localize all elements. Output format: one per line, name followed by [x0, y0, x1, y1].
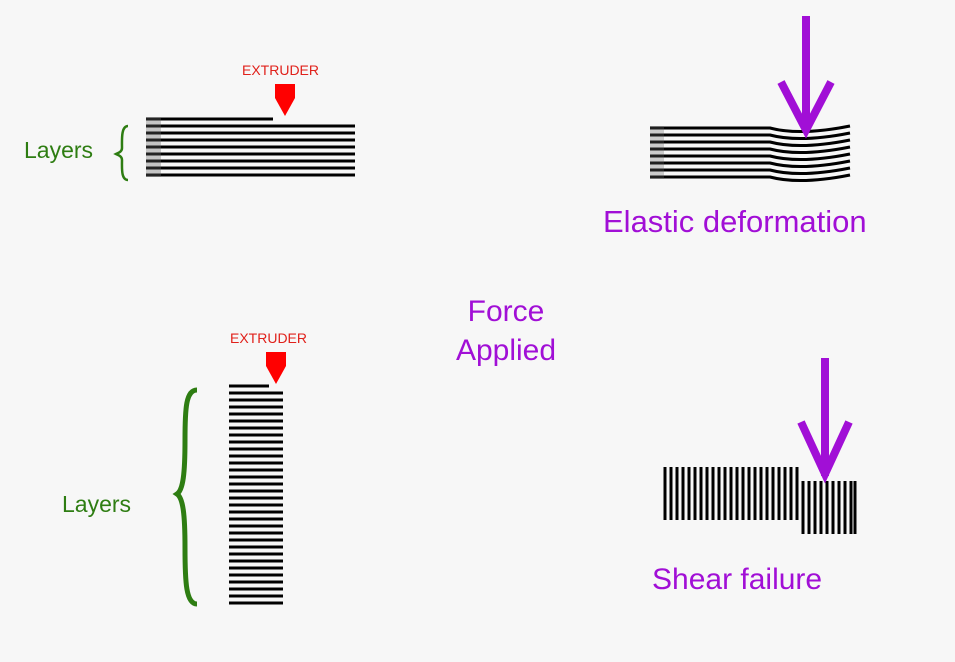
elastic-force-arrow-icon	[777, 16, 835, 139]
shear-failure-caption: Shear failure	[652, 563, 823, 596]
bottom-extruder-label: EXTRUDER	[230, 330, 308, 346]
shear-block-left	[663, 467, 799, 520]
bottom-layer-stack	[229, 384, 283, 605]
top-layers-brace-icon	[113, 124, 129, 182]
bottom-layers-label: Layers	[62, 491, 132, 517]
elastic-layer-stack	[650, 124, 851, 183]
shear-block-right	[801, 481, 857, 534]
top-layer-stack	[146, 117, 355, 177]
top-extruder-label: EXTRUDER	[242, 62, 320, 78]
force-applied-line2: Applied	[455, 334, 557, 367]
elastic-deformation-caption: Elastic deformation	[603, 204, 867, 239]
top-extruder-nozzle-icon	[275, 84, 295, 116]
shear-force-arrow-icon	[797, 358, 853, 484]
force-applied-line1: Force	[467, 295, 545, 328]
top-layers-label: Layers	[24, 137, 94, 163]
bottom-extruder-nozzle-icon	[266, 352, 286, 384]
bottom-layers-brace-icon	[172, 387, 198, 607]
